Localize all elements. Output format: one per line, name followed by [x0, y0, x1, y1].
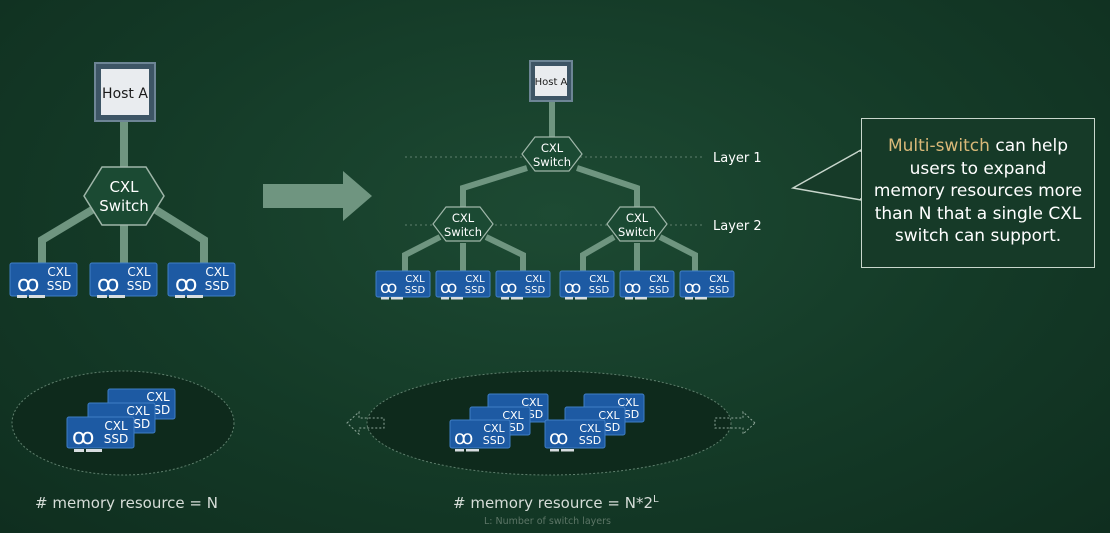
- svg-text:CXL: CXL: [709, 274, 729, 285]
- switch-ssd-link: [484, 234, 526, 272]
- switch-ssd-link: [580, 234, 616, 272]
- ssd-logo-icon: ꝏ: [17, 272, 39, 297]
- ssd-card: ꝏ CXL SSD: [679, 270, 735, 300]
- ssd-card: ꝏ CXL SSD: [89, 262, 158, 298]
- switch-ssd-link: [402, 234, 442, 272]
- layer1-label: Layer 1: [713, 151, 762, 166]
- svg-text:CXL: CXL: [502, 409, 524, 422]
- ssd-card: ꝏ CXL SSD: [559, 270, 615, 300]
- svg-text:CXL: CXL: [452, 211, 475, 225]
- switch-switch-link: [460, 165, 528, 208]
- ssd-stack: CXL SSD CXL SSD ꝏ CXL SSD: [66, 388, 176, 452]
- ssd-card: ꝏ CXL SSD: [375, 270, 431, 300]
- transform-arrow-icon: [263, 171, 372, 221]
- callout-text-line4: than N that a single CXL: [874, 203, 1082, 224]
- switch-ssd-link: [658, 234, 698, 272]
- host-label: Host A: [102, 86, 148, 102]
- cxl-switch-layer2: CXL Switch: [606, 206, 668, 242]
- svg-text:CXL: CXL: [405, 274, 425, 285]
- svg-text:CXL: CXL: [146, 390, 170, 404]
- svg-text:SSD: SSD: [579, 434, 601, 447]
- ssd-logo-icon: ꝏ: [564, 278, 581, 298]
- svg-text:CXL: CXL: [589, 274, 609, 285]
- svg-text:CXL: CXL: [579, 422, 601, 435]
- ssd-logo-icon: ꝏ: [72, 425, 94, 450]
- switch-label-line1: CXL: [109, 178, 139, 196]
- switch-ssd-link: [153, 206, 208, 264]
- ssd-card: ꝏ CXL SSD: [9, 262, 78, 298]
- callout-text-line2: users to expand: [909, 158, 1047, 179]
- ssd-logo-icon: ꝏ: [549, 427, 568, 449]
- svg-text:CXL: CXL: [617, 396, 639, 409]
- callout-highlight: Multi-switch: [887, 136, 990, 156]
- host-chip: Host A: [529, 60, 573, 102]
- svg-text:SSD: SSD: [589, 285, 610, 296]
- expand-left-arrow-icon: [346, 410, 385, 436]
- ssd-label-line2: SSD: [127, 279, 151, 293]
- ssd-logo-icon: ꝏ: [500, 278, 517, 298]
- svg-text:Switch: Switch: [618, 225, 656, 239]
- right-diagram: Layer 1 Layer 2 Host A CXL Switch CXL Sw…: [346, 60, 762, 476]
- ssd-card: ꝏ CXL SSD: [167, 262, 236, 298]
- callout-text-line5: switch can support.: [894, 226, 1062, 246]
- ssd-label-line2: SSD: [205, 279, 229, 293]
- left-diagram: Host A CXL Switch ꝏ CXL SSD ꝏ CXL SSD ꝏ …: [9, 62, 236, 476]
- ssd-logo-icon: ꝏ: [440, 278, 457, 298]
- svg-text:CXL: CXL: [626, 211, 649, 225]
- svg-text:CXL: CXL: [598, 409, 620, 422]
- svg-text:CXL: CXL: [525, 274, 545, 285]
- ssd-logo-icon: ꝏ: [684, 278, 701, 298]
- svg-text:CXL: CXL: [483, 422, 505, 435]
- host-label: Host A: [535, 77, 568, 88]
- ssd-card: ꝏ CXL SSD: [435, 270, 491, 300]
- ssd-logo-icon: ꝏ: [624, 278, 641, 298]
- svg-text:CXL: CXL: [541, 141, 564, 155]
- ssd-logo-icon: ꝏ: [454, 427, 473, 449]
- ssd-card: ꝏ CXL SSD: [495, 270, 551, 300]
- svg-text:CXL: CXL: [126, 404, 150, 418]
- svg-text:Switch: Switch: [444, 225, 482, 239]
- svg-text:CXL: CXL: [649, 274, 669, 285]
- left-caption: # memory resource = N: [35, 494, 218, 512]
- svg-text:SSD: SSD: [525, 285, 546, 296]
- host-chip: Host A: [94, 62, 156, 122]
- svg-text:SSD: SSD: [405, 285, 426, 296]
- svg-text:SSD: SSD: [104, 432, 128, 446]
- svg-text:SSD: SSD: [465, 285, 486, 296]
- right-caption: # memory resource = N*2L: [453, 494, 659, 512]
- switch-ssd-link: [38, 206, 95, 264]
- ssd-label-line1: CXL: [205, 265, 229, 279]
- ssd-logo-icon: ꝏ: [380, 278, 397, 298]
- cxl-switch-layer2: CXL Switch: [432, 206, 494, 242]
- cxl-switch-layer1: CXL Switch: [521, 136, 583, 172]
- svg-text:CXL: CXL: [521, 396, 543, 409]
- callout-text-line1: can help: [989, 136, 1069, 156]
- ssd-label-line1: CXL: [47, 265, 71, 279]
- expand-right-arrow-icon: [714, 410, 756, 436]
- svg-text:SSD: SSD: [483, 434, 505, 447]
- switch-switch-link: [576, 165, 640, 208]
- svg-text:CXL: CXL: [104, 419, 128, 433]
- callout-box: Multi-switch can help users to expand me…: [861, 118, 1095, 268]
- switch-label-line2: Switch: [99, 197, 149, 215]
- right-caption-sup: L: [653, 494, 659, 505]
- callout-pointer: [790, 148, 862, 201]
- layer2-label: Layer 2: [713, 219, 762, 234]
- ssd-logo-icon: ꝏ: [97, 272, 119, 297]
- svg-text:CXL: CXL: [465, 274, 485, 285]
- ssd-stack: CXL SSD CXL SSD ꝏ CXL SSD: [449, 393, 549, 452]
- ssd-label-line2: SSD: [47, 279, 71, 293]
- footnote: L: Number of switch layers: [484, 516, 612, 527]
- svg-text:SSD: SSD: [709, 285, 730, 296]
- svg-text:Switch: Switch: [533, 155, 571, 169]
- ssd-logo-icon: ꝏ: [175, 272, 197, 297]
- svg-text:SSD: SSD: [649, 285, 670, 296]
- callout-text-line3: memory resources more: [873, 181, 1083, 201]
- ssd-label-line1: CXL: [127, 265, 151, 279]
- cxl-switch: CXL Switch: [83, 166, 165, 226]
- ssd-stack: CXL SSD CXL SSD ꝏ CXL SSD: [544, 393, 645, 452]
- ssd-card: ꝏ CXL SSD: [619, 270, 675, 300]
